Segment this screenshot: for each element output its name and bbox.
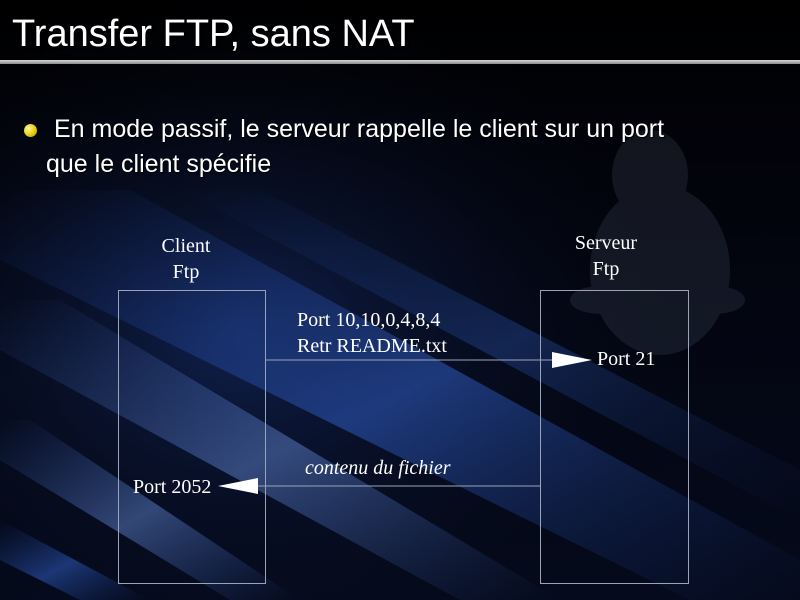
- server-port-label: Port 21: [597, 346, 655, 372]
- client-port-label: Port 2052: [133, 474, 211, 500]
- response-message: contenu du fichier: [305, 455, 451, 481]
- request-arrowhead: [552, 352, 592, 368]
- server-label-line-2: Ftp: [556, 256, 656, 282]
- server-label-line-1: Serveur: [556, 230, 656, 256]
- request-message-line-1: Port 10,10,0,4,8,4: [297, 307, 447, 333]
- request-message-line-2: Retr README.txt: [297, 333, 447, 359]
- response-arrowhead: [218, 478, 258, 494]
- client-label-line-2: Ftp: [136, 259, 236, 285]
- client-label: Client Ftp: [136, 233, 236, 285]
- server-label: Serveur Ftp: [556, 230, 656, 282]
- request-message: Port 10,10,0,4,8,4 Retr README.txt: [297, 307, 447, 359]
- client-label-line-1: Client: [136, 233, 236, 259]
